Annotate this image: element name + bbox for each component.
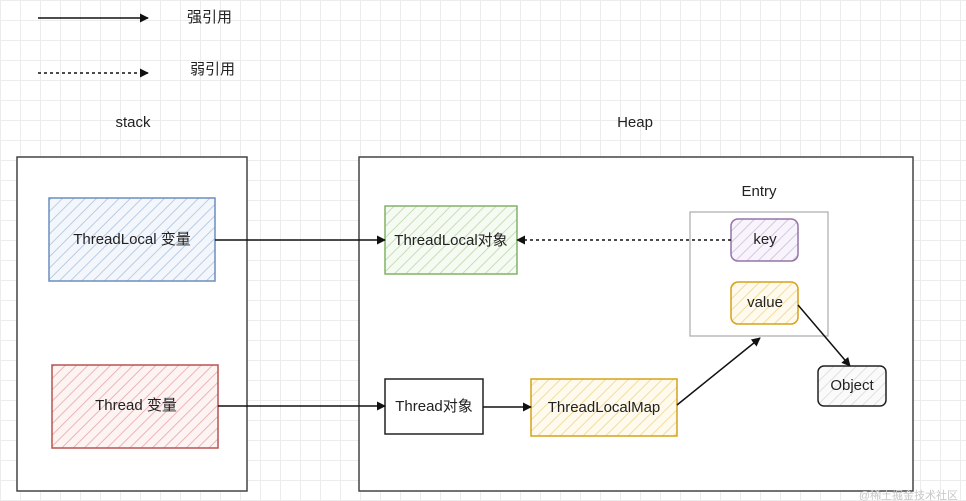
strong-reference-legend-label: 强引用	[187, 9, 232, 26]
heap-label: Heap	[617, 114, 653, 131]
threadlocal-object-node: ThreadLocal对象	[384, 205, 518, 275]
entry-key-node: key	[730, 218, 799, 262]
thread-variable-node: Thread 变量	[51, 364, 219, 449]
threadlocalmap-label: ThreadLocalMap	[548, 399, 661, 416]
weak-reference-legend-label: 弱引用	[190, 61, 235, 78]
threadlocal-variable-node: ThreadLocal 变量	[48, 197, 216, 282]
stack-label: stack	[115, 114, 151, 131]
thread-variable-label: Thread 变量	[95, 397, 177, 414]
threadlocalmap-node: ThreadLocalMap	[530, 378, 678, 437]
threadlocal-variable-label: ThreadLocal 变量	[73, 231, 191, 248]
watermark: @稀土掘金技术社区	[859, 488, 958, 501]
arrow-value-to-object	[797, 304, 851, 367]
legend: 强引用 弱引用	[38, 9, 235, 78]
threadlocal-object-label: ThreadLocal对象	[394, 232, 507, 249]
thread-object-node: Thread对象	[384, 378, 484, 435]
object-label: Object	[830, 377, 874, 394]
entry-value-label: value	[747, 294, 783, 311]
entry-title: Entry	[741, 183, 777, 200]
thread-object-label: Thread对象	[395, 398, 473, 415]
arrow-threadlocalmap-to-entry	[676, 337, 761, 406]
entry-value-node: value	[730, 281, 799, 325]
entry-key-label: key	[753, 231, 777, 248]
object-node: Object	[817, 365, 887, 407]
